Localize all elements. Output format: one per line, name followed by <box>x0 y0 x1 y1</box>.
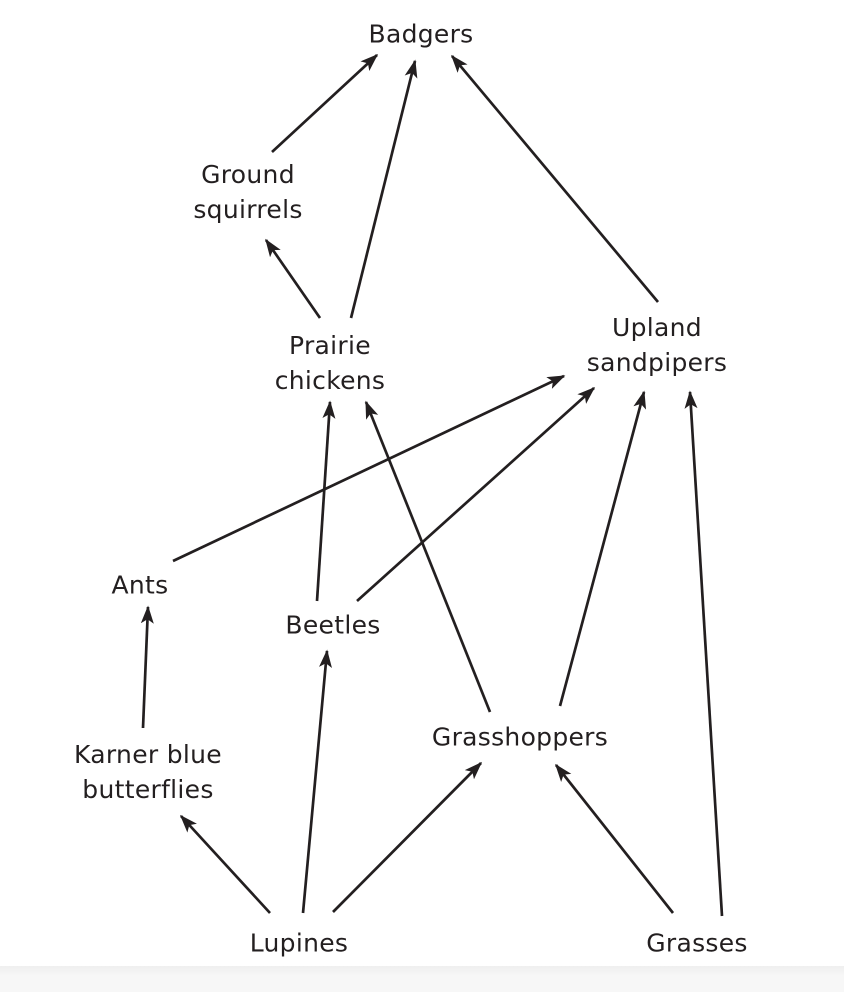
edge-upland-sandpipers-to-badgers <box>450 54 660 303</box>
edge-beetles-to-prairie-chickens <box>315 400 336 602</box>
node-upland-sandpipers: Upland sandpipers <box>586 313 728 377</box>
edge-lupines-to-beetles <box>301 649 332 914</box>
edge-beetles-to-upland-sandpipers <box>356 386 596 603</box>
edge-lupines-to-karner-blue-butterflies <box>179 814 271 914</box>
node-prairie-chickens: Prairie chickens <box>274 331 386 395</box>
node-ground-squirrels: Ground squirrels <box>193 160 303 224</box>
node-beetles: Beetles <box>285 610 381 640</box>
edge-ants-to-upland-sandpipers <box>172 374 566 563</box>
edge-grasshoppers-to-upland-sandpipers <box>558 390 647 707</box>
node-lupines: Lupines <box>249 928 349 958</box>
node-karner-blue-butterflies: Karner blue butterflies <box>74 740 222 804</box>
node-badgers: Badgers <box>368 19 474 49</box>
edge-lupines-to-grasshoppers <box>332 761 483 913</box>
node-grasses: Grasses <box>646 928 748 958</box>
edge-grasses-to-grasshoppers <box>554 763 675 914</box>
node-grasshoppers: Grasshoppers <box>431 722 609 752</box>
page-bottom-strip <box>0 966 844 992</box>
edge-prairie-chickens-to-ground-squirrels <box>264 238 322 319</box>
edge-karner-blue-butterflies-to-ants <box>140 605 154 729</box>
edge-ground-squirrels-to-badgers <box>271 53 379 153</box>
node-ants: Ants <box>111 570 169 600</box>
edge-grasshoppers-to-prairie-chickens <box>364 400 492 713</box>
edge-grasses-to-upland-sandpipers <box>684 390 724 917</box>
edge-prairie-chickens-to-badgers <box>349 59 418 319</box>
